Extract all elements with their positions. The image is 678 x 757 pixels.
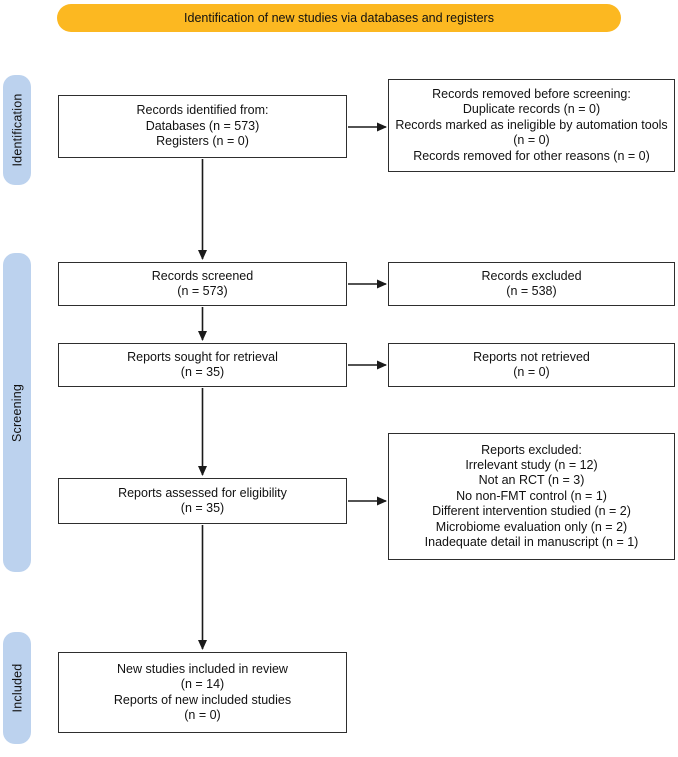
box-reports-sought-for-retrieval: Reports sought for retrieval (n = 35) [58, 343, 347, 387]
box-text-line: Reports sought for retrieval [127, 349, 278, 364]
stage-label-identification: Identification [3, 75, 31, 185]
box-text-line: Duplicate records (n = 0) [462, 102, 601, 117]
box-records-identified: Records identified from: Databases (n = … [58, 95, 347, 158]
box-text-line: No non-FMT control (n = 1) [456, 488, 607, 503]
box-new-studies-included-in-review: New studies included in review (n = 14) … [58, 652, 347, 733]
box-text-line: Reports excluded: [481, 442, 582, 457]
stage-label-included: Included [3, 632, 31, 744]
box-text-line: (n = 35) [180, 501, 225, 515]
box-text-line: Records screened [151, 268, 254, 283]
box-text-line: Irrelevant study (n = 12) [465, 457, 598, 472]
box-text-line: New studies included in review [117, 661, 288, 676]
box-text-line: Inadequate detail in manuscript (n = 1) [424, 535, 639, 550]
box-text-line: (n = 538) [506, 284, 557, 298]
box-text-line: Records identified from: [136, 103, 269, 118]
box-text-line: Records removed before screening: [432, 86, 631, 101]
box-text-line: (n = 35) [180, 365, 225, 379]
box-text-line: Reports assessed for eligibility [118, 485, 287, 500]
stage-label-included-text: Included [10, 663, 24, 713]
box-text-line: Records marked as ineligible by automati… [395, 117, 668, 148]
box-text-line: Different intervention studied (n = 2) [432, 504, 631, 519]
box-records-screened: Records screened (n = 573) [58, 262, 347, 306]
box-records-excluded: Records excluded (n = 538) [388, 262, 675, 306]
box-reports-excluded: Reports excluded: Irrelevant study (n = … [388, 433, 675, 560]
stage-label-screening: Screening [3, 253, 31, 572]
stage-label-identification-text: Identification [10, 93, 25, 167]
banner-identification-via-databases: Identification of new studies via databa… [57, 4, 621, 32]
box-records-removed-before-screening: Records removed before screening: Duplic… [388, 79, 675, 172]
box-text-line: (n = 573) [177, 284, 228, 298]
box-text-line: Records excluded [481, 268, 582, 283]
stage-label-screening-text: Screening [10, 383, 24, 442]
box-text-line: Reports not retrieved [473, 349, 590, 364]
box-text-line: Microbiome evaluation only (n = 2) [435, 519, 628, 534]
box-text-line: Records removed for other reasons (n = 0… [413, 148, 650, 163]
box-text-line: (n = 0) [184, 707, 221, 722]
box-text-line: (n = 0) [513, 365, 550, 379]
box-reports-not-retrieved: Reports not retrieved (n = 0) [388, 343, 675, 387]
box-text-line: Databases (n = 573) [145, 118, 260, 133]
box-text-line: (n = 14) [180, 677, 225, 692]
box-reports-assessed-for-eligibility: Reports assessed for eligibility (n = 35… [58, 478, 347, 524]
box-text-line: Not an RCT (n = 3) [478, 473, 585, 488]
box-text-line: Registers (n = 0) [156, 134, 249, 149]
box-text-line: Reports of new included studies [113, 692, 292, 707]
